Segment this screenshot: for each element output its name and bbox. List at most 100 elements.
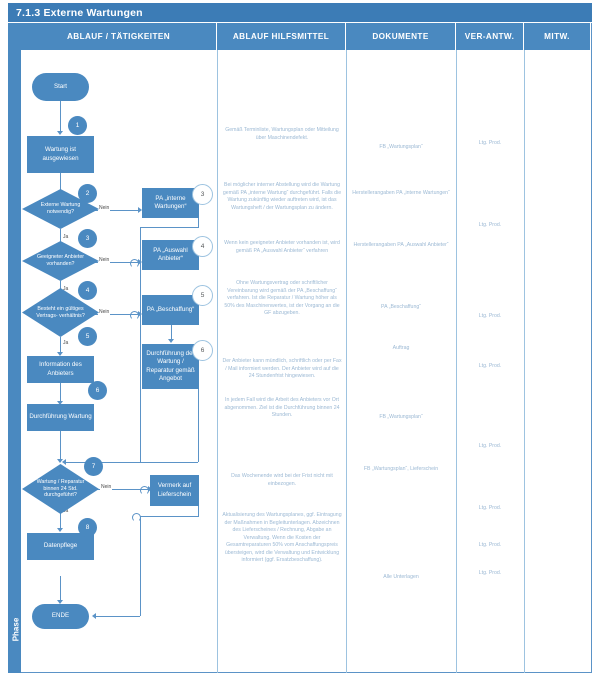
connector: [88, 210, 140, 211]
line-hop-icon: [140, 486, 149, 495]
dokumente-text-8: Alle Unterlagen: [383, 574, 419, 580]
step-circle-8: 8: [78, 518, 97, 537]
connector: [198, 506, 199, 516]
branch-circle-5: 5: [192, 285, 213, 306]
connector: [60, 229, 61, 248]
arrow-right-icon: [138, 311, 142, 317]
hilfsmittel-text-2: Bei möglicher interner Abstellung wird d…: [222, 182, 342, 211]
connector: [88, 262, 140, 263]
branch-circle-6: 6: [192, 340, 213, 361]
connector: [60, 431, 61, 462]
arrow-left-icon: [92, 613, 96, 619]
flow-node-pa-beschaffung[interactable]: PA „Beschaffung“: [142, 295, 199, 325]
line-hop-icon: [130, 259, 139, 268]
arrow-down-icon: [57, 352, 63, 356]
step-circle-4: 4: [78, 281, 97, 300]
verantwortlich-text-7: Ltg. Prod.: [478, 542, 502, 548]
column-divider: [346, 50, 347, 673]
hilfsmittel-text-8: Aktualisierung des Wartungsplanes, ggf. …: [222, 512, 342, 564]
edge-label-no: Nein: [100, 484, 113, 490]
connector: [66, 462, 140, 463]
flow-node-ende[interactable]: ENDE: [32, 604, 89, 629]
connector: [60, 576, 61, 602]
arrow-right-icon: [138, 259, 142, 265]
branch-circle-4: 4: [192, 236, 213, 257]
step-circle-1: 1: [68, 116, 87, 135]
verantwortlich-text-5: Ltg. Prod.: [478, 443, 502, 449]
step-circle-6: 6: [88, 381, 107, 400]
connector: [171, 325, 172, 341]
dokumente-text-1: FB „Wartungsplan“: [379, 144, 423, 150]
branch-circle-3: 3: [192, 184, 213, 205]
flow-node-start[interactable]: Start: [32, 73, 89, 101]
line-hop-icon: [130, 311, 139, 320]
hilfsmittel-text-1: Gemäß Terminliste, Wartungsplan oder Mit…: [225, 127, 339, 141]
edge-label-yes: Ja: [62, 508, 70, 514]
edge-label-no: Nein: [98, 309, 111, 315]
connector: [140, 227, 199, 228]
flow-node-information-anbieters[interactable]: Information des Anbieters: [27, 356, 94, 383]
connector: [88, 314, 140, 315]
connector: [198, 389, 199, 462]
column-header-verantw: VER-ANTW.: [456, 23, 524, 50]
connector: [60, 502, 61, 530]
arrow-down-icon: [168, 339, 174, 343]
verantwortlich-text-8: Ltg. Prod.: [478, 570, 502, 576]
hilfsmittel-text-3: Wenn kein geeigneter Anbieter vorhanden …: [224, 240, 340, 254]
arrow-down-icon: [57, 401, 63, 405]
hilfsmittel-text-5: Der Anbieter kann mündlich, schriftlich …: [222, 358, 342, 380]
step-circle-7: 7: [84, 457, 103, 476]
edge-label-yes: Ja: [62, 340, 70, 346]
connector: [60, 337, 61, 355]
column-divider: [217, 50, 218, 673]
flow-node-pa-interne-wartungen[interactable]: PA „interne Wartungen“: [142, 188, 199, 218]
arrow-down-icon: [57, 528, 63, 532]
connector: [88, 489, 150, 490]
flow-node-pa-auswahl-anbieter[interactable]: PA „Auswahl Anbieter“: [142, 240, 199, 270]
dokumente-text-2: Herstellerangaben PA „interne Wartungen“: [352, 190, 450, 196]
verantwortlich-text-3: Ltg. Prod.: [478, 313, 502, 319]
column-header-hilfsmittel: ABLAUF HILFSMITTEL: [217, 23, 346, 50]
dokumente-text-7: FB „Wartungsplan“, Lieferschein: [363, 466, 439, 472]
edge-label-no: Nein: [98, 257, 111, 263]
verantwortlich-text-1: Ltg. Prod.: [478, 140, 502, 146]
arrow-right-icon: [138, 207, 142, 213]
phase-label: Phase: [11, 617, 21, 642]
column-header-dokumente: DOKUMENTE: [346, 23, 456, 50]
dokumente-text-4: PA „Beschaffung“: [381, 304, 421, 310]
connector: [60, 101, 61, 133]
flow-node-durchfuehrung-wartung[interactable]: Durchführung Wartung: [27, 404, 94, 431]
arrow-down-icon: [57, 131, 63, 135]
connector: [96, 616, 140, 617]
arrow-down-icon: [57, 600, 63, 604]
dokumente-text-6: FB „Wartungsplan“: [379, 414, 423, 420]
edge-label-yes: Ja: [62, 234, 70, 240]
connector: [60, 383, 61, 403]
connector: [140, 227, 141, 462]
verantwortlich-text-4: Ltg. Prod.: [478, 363, 502, 369]
flow-node-durchfuehrung-gemaess-angebot[interactable]: Durchführung der Wartung / Reparatur gem…: [142, 344, 199, 389]
line-hop-icon: [132, 513, 141, 522]
dokumente-text-3: Herstellerangaben PA „Auswahl Anbieter“: [353, 242, 449, 248]
connector: [198, 210, 199, 227]
step-circle-5: 5: [78, 327, 97, 346]
edge-label-no: Nein: [98, 205, 111, 211]
arrow-down-icon: [57, 459, 63, 463]
flow-node-datenpflege[interactable]: Datenpflege: [27, 533, 94, 560]
connector: [140, 516, 199, 517]
column-divider: [456, 50, 457, 673]
verantwortlich-text-2: Ltg. Prod.: [478, 222, 502, 228]
edge-label-yes: Ja: [62, 286, 70, 292]
connector: [140, 516, 141, 616]
column-header-ablauf: ABLAUF / TÄTIGKEITEN: [21, 23, 217, 50]
column-header-mitw: MITW.: [524, 23, 591, 50]
flow-node-vermerk-lieferschein[interactable]: Vermerk auf Lieferschein: [150, 475, 199, 506]
page-title: 7.1.3 Externe Wartungen: [8, 3, 592, 22]
step-circle-2: 2: [78, 184, 97, 203]
connector: [60, 173, 61, 195]
hilfsmittel-text-4: Ohne Wartungsvertrag oder schriftlicher …: [224, 280, 340, 317]
flow-node-wartung-ausgewiesen[interactable]: Wartung ist ausgewiesen: [27, 136, 94, 173]
step-circle-3: 3: [78, 229, 97, 248]
column-divider: [524, 50, 525, 673]
